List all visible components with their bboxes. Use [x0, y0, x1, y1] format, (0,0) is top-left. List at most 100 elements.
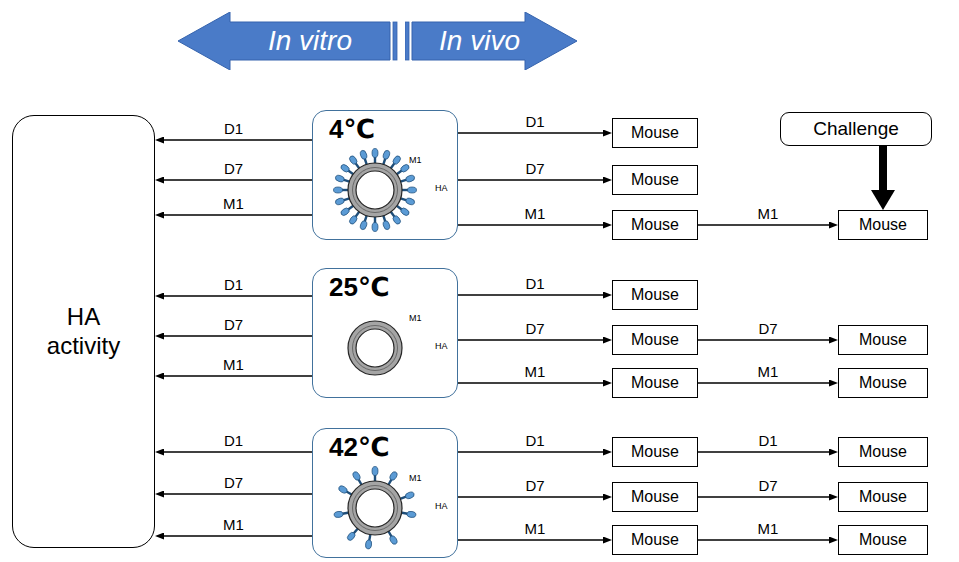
- connector-arrow: [458, 496, 603, 497]
- box-label: Mouse: [859, 488, 907, 506]
- hemagglutinin-label: HA: [435, 501, 448, 511]
- edge-label-holder: M1: [523, 363, 548, 381]
- direction-arrow: In vivo: [405, 12, 577, 70]
- edge-label: M1: [221, 195, 246, 212]
- box-label: HA activity: [34, 303, 134, 361]
- edge-label-holder: D7: [523, 160, 546, 178]
- arrow-body: [412, 12, 577, 70]
- box-label: Mouse: [859, 216, 907, 234]
- edge-label: M1: [221, 356, 246, 373]
- temperature-box: 42℃ M1HA: [312, 428, 458, 558]
- edge-label-holder: M1: [756, 363, 781, 381]
- connector-arrow: [164, 295, 312, 296]
- box-label: Mouse: [631, 374, 679, 392]
- label-holder: M1: [409, 149, 422, 167]
- mouse-box: Mouse: [612, 482, 698, 512]
- connector-arrow: [458, 339, 603, 340]
- mouse-box: Mouse: [838, 325, 928, 355]
- edge-label: D1: [222, 276, 245, 293]
- mouse-box: Mouse: [838, 525, 928, 555]
- mouse-box: Mouse: [612, 325, 698, 355]
- connector-arrow: [458, 294, 603, 295]
- mouse-box: Mouse: [838, 368, 928, 398]
- arrow-label-holder: In vivo: [412, 20, 547, 62]
- edge-label: D7: [523, 160, 546, 177]
- edge-label: D1: [222, 432, 245, 449]
- mouse-box: Mouse: [612, 165, 698, 195]
- edge-label-holder: D7: [523, 477, 546, 495]
- label-holder: M1: [409, 307, 422, 325]
- edge-label-holder: M1: [756, 205, 781, 223]
- connector-arrow: [698, 382, 829, 383]
- edge-label: D7: [222, 474, 245, 491]
- label-holder: HA: [435, 495, 448, 513]
- edge-label-holder: D7: [523, 320, 546, 338]
- edge-label-holder: D7: [222, 474, 245, 492]
- box-label: Mouse: [859, 531, 907, 549]
- connector-arrow: [164, 451, 312, 452]
- mouse-box: Mouse: [612, 210, 698, 240]
- label-holder: HA: [435, 335, 448, 353]
- edge-label-holder: M1: [221, 356, 246, 374]
- box-label: Mouse: [631, 531, 679, 549]
- label-holder: HA: [435, 177, 448, 195]
- box-label: Mouse: [859, 374, 907, 392]
- edge-label-holder: D1: [222, 276, 245, 294]
- virus-particle: [348, 321, 402, 375]
- edge-label: M1: [221, 516, 246, 533]
- edge-label-holder: M1: [523, 520, 548, 538]
- matrix-protein-label: M1: [409, 155, 422, 165]
- mouse-box: Mouse: [612, 437, 698, 467]
- edge-label: M1: [523, 363, 548, 380]
- mouse-box: Mouse: [612, 368, 698, 398]
- edge-label-holder: D1: [523, 113, 546, 131]
- challenge-box: Challenge: [780, 112, 932, 146]
- connector-arrow: [164, 179, 312, 180]
- assay-box: HA activity: [12, 115, 155, 548]
- edge-label: D1: [523, 432, 546, 449]
- arrow-label: In vitro: [268, 25, 352, 57]
- edge-label-holder: D1: [523, 432, 546, 450]
- label-holder: 42℃: [329, 433, 389, 463]
- connector-arrow: [698, 539, 829, 540]
- box-label: Mouse: [631, 443, 679, 461]
- box-label: Mouse: [631, 286, 679, 304]
- box-label: Mouse: [631, 488, 679, 506]
- edge-label-holder: D1: [523, 275, 546, 293]
- edge-label: D1: [523, 275, 546, 292]
- edge-label: M1: [523, 205, 548, 222]
- virus-particle: [334, 149, 417, 232]
- edge-label: D7: [222, 160, 245, 177]
- hemagglutinin-label: HA: [435, 183, 448, 193]
- edge-label-holder: M1: [221, 195, 246, 213]
- edge-label: M1: [756, 363, 781, 380]
- temperature-label: 4℃: [329, 114, 375, 144]
- edge-label-holder: M1: [523, 205, 548, 223]
- box-label: Mouse: [859, 331, 907, 349]
- edge-label-holder: M1: [221, 516, 246, 534]
- edge-label-holder: D7: [222, 316, 245, 334]
- temperature-box: 4℃ M1HA: [312, 110, 458, 240]
- edge-label-holder: D1: [222, 120, 245, 138]
- hemagglutinin-label: HA: [435, 341, 448, 351]
- direction-arrow: In vitro: [178, 12, 400, 70]
- edge-label: D7: [523, 320, 546, 337]
- temperature-box: 25℃M1HA: [312, 268, 458, 398]
- connector-arrow: [164, 535, 312, 536]
- mouse-box: Mouse: [838, 482, 928, 512]
- arrow-label-holder: In vitro: [230, 20, 390, 62]
- connector-arrow: [164, 493, 312, 494]
- edge-label: D7: [523, 477, 546, 494]
- box-label: Mouse: [859, 443, 907, 461]
- connector-arrow: [458, 539, 603, 540]
- edge-label-holder: D1: [756, 432, 779, 450]
- edge-label: D1: [222, 120, 245, 137]
- edge-label-holder: M1: [756, 520, 781, 538]
- arrow-body: [178, 12, 390, 70]
- box-label: Challenge: [813, 118, 899, 140]
- label-holder: 4℃: [329, 115, 375, 145]
- connector-arrow: [164, 375, 312, 376]
- connector-arrow: [458, 132, 603, 133]
- label-holder: M1: [409, 467, 422, 485]
